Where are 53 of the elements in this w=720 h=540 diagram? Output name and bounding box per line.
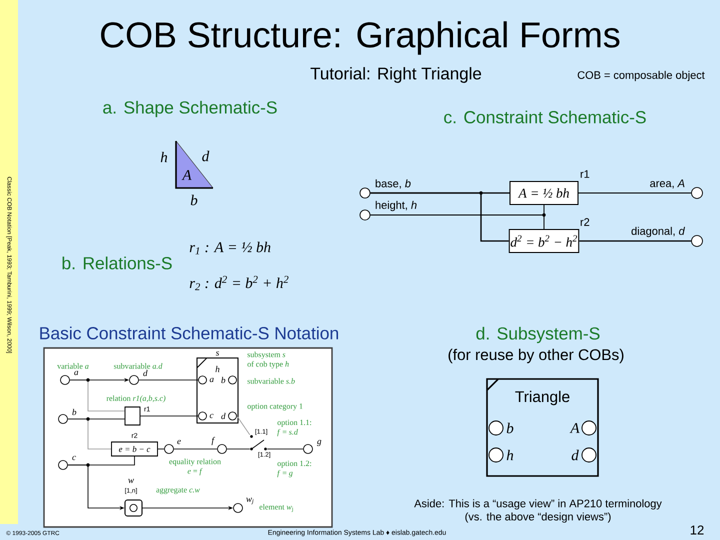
slide-title: COB Structure: Graphical Forms	[101, 21, 620, 55]
variable-label: e	[177, 440, 181, 444]
variable-label: b	[72, 408, 76, 416]
connector-line	[266, 448, 304, 450]
variable-label: area, A	[650, 180, 684, 188]
connector-line	[174, 448, 218, 450]
relation-box: A = ½ bh	[510, 181, 578, 205]
port-label: d	[572, 450, 579, 460]
port-label: h	[506, 450, 514, 460]
connector-line	[68, 418, 125, 420]
variable-label: d	[143, 370, 148, 376]
variable-label: g	[317, 440, 322, 446]
connector-line	[226, 448, 250, 450]
port-label: b	[506, 422, 514, 434]
variable-label: c	[72, 456, 76, 460]
side-label: h	[160, 152, 168, 162]
relation-label: r2	[580, 218, 590, 226]
connector-line	[158, 448, 165, 450]
aside-text: Aside: This is a “usage view” in AP210 terminology (vs. the above “design views”)	[414, 499, 662, 523]
port-label: c	[210, 414, 214, 418]
instance-label: s	[216, 351, 219, 356]
subtitle: Tutorial: Right Triangle	[310, 67, 482, 83]
variable-label: base, b	[376, 179, 411, 189]
port-label: A	[570, 423, 580, 433]
relation-box: e = b − c	[111, 442, 158, 456]
connector-line	[370, 192, 509, 242]
connector-line	[578, 192, 692, 194]
note-text: COB = composable object	[578, 70, 705, 82]
panel-heading: Basic Constraint Schematic-S Notation	[40, 326, 338, 340]
formula-text: r$_{1}$ : A = ½ bh	[190, 242, 270, 254]
connector-line	[236, 416, 250, 436]
section-heading: a. Shape Schematic-S	[103, 100, 277, 118]
connector-line	[370, 214, 544, 230]
section-heading: b. Relations-S	[62, 256, 172, 270]
connector-line	[579, 240, 692, 242]
relation-box: d$^{2}$ = b$^{2}$ − h$^{2}$	[508, 229, 580, 253]
variable-label: w$_{j}$	[246, 498, 254, 504]
variable-label: height, h	[376, 200, 417, 212]
note-text: (for reuse by other COBs)	[448, 348, 624, 364]
port-label: a	[210, 378, 214, 382]
page-number: 12	[690, 525, 704, 534]
port-label: d	[221, 412, 226, 420]
variable-label: f	[212, 436, 216, 446]
variable-label: a	[74, 370, 78, 376]
formula-text: r$_{2}$ : d$^{2}$ = b$^{2}$ + h$^{2}$	[190, 276, 288, 290]
section-heading: c. Constraint Schematic-S	[444, 110, 646, 124]
port-label: b	[221, 376, 226, 384]
side-label: b	[190, 194, 198, 206]
section-heading: d. Subsystem-S	[476, 326, 600, 344]
side-label: d	[202, 150, 210, 162]
variable-label: w	[128, 478, 134, 484]
variable-label: diagonal, d	[632, 226, 685, 238]
relation-label: r1	[580, 170, 590, 178]
